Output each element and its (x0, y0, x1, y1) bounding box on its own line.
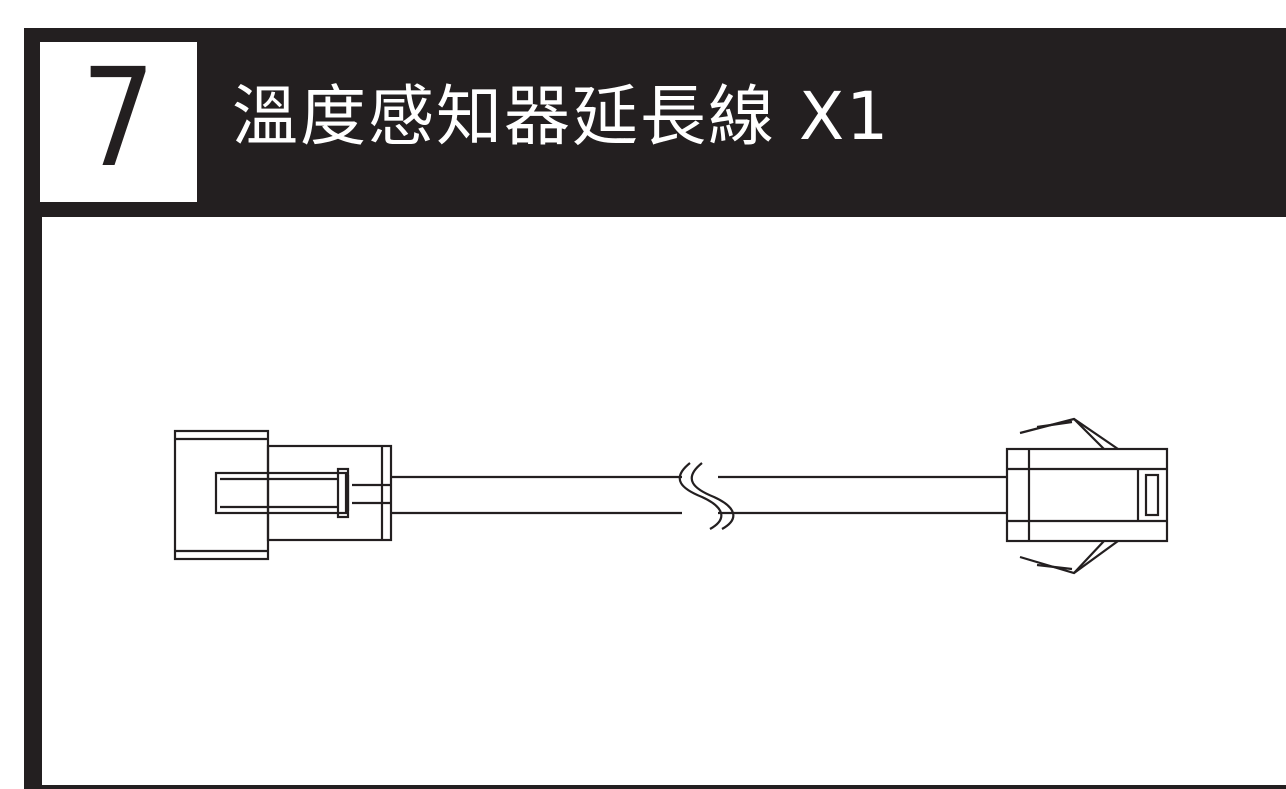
illustration-panel (42, 217, 1286, 785)
left-connector (173, 429, 393, 561)
item-number: 7 (81, 40, 156, 198)
item-title: 溫度感知器延長線 X1 (232, 78, 891, 155)
cable (391, 462, 1007, 530)
cable-connector-icon (173, 417, 1169, 575)
right-connector (1005, 417, 1169, 575)
item-card: 7 溫度感知器延長線 X1 (24, 28, 1286, 789)
item-number-box: 7 (40, 42, 197, 202)
item-header: 7 溫度感知器延長線 X1 (24, 28, 1286, 217)
